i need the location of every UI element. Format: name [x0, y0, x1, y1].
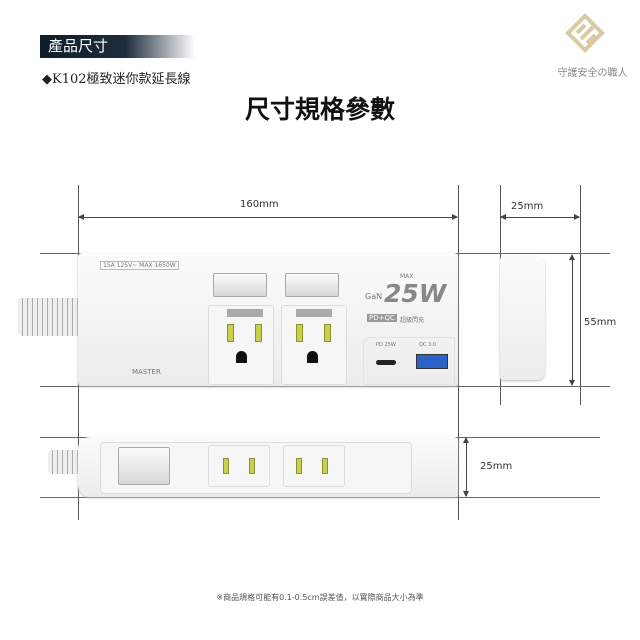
- power-cord-bottom: [48, 450, 80, 474]
- bottom-outlet-1: [208, 445, 270, 487]
- section-label: 產品尺寸: [40, 35, 195, 58]
- front-view: 15A 125V~ MAX 1650W MASTER MAX GaN 25W P…: [78, 253, 458, 386]
- page-title: 尺寸規格參數: [244, 95, 395, 124]
- guide-line: [580, 185, 581, 405]
- usb-label: QC 3.0: [419, 342, 436, 348]
- bottom-outlet-2: [283, 445, 345, 487]
- height-arrow: [569, 254, 575, 386]
- usb-c-port: [376, 360, 396, 365]
- length-label: 160mm: [240, 199, 279, 210]
- rating-label: 15A 125V~ MAX 1650W: [100, 261, 179, 270]
- guide-line: [40, 497, 600, 498]
- height-label: 55mm: [584, 317, 617, 328]
- led-bar: [227, 309, 263, 317]
- usb-panel: PD 25W QC 3.0: [363, 337, 455, 385]
- switch-2: [285, 273, 339, 297]
- guide-line: [40, 386, 610, 387]
- fast-charge-label: 超級閃充: [400, 317, 425, 324]
- power-cord: [18, 298, 80, 336]
- typec-label: PD 25W: [376, 342, 396, 348]
- guide-line: [458, 185, 459, 520]
- footnote: ※商品規格可能有0.1-0.5cm誤差值，以實際商品大小為準: [216, 593, 424, 602]
- depth-label: 25mm: [511, 201, 544, 212]
- thickness-label: 25mm: [480, 461, 513, 472]
- brand-slogan: 守護安全の職人: [557, 68, 628, 79]
- depth-arrow: [500, 214, 580, 220]
- max-label: MAX: [400, 273, 414, 280]
- usb-a-port: [416, 354, 448, 369]
- master-label: MASTER: [132, 368, 161, 376]
- bottom-view: [78, 437, 458, 497]
- length-arrow: [78, 214, 458, 220]
- side-view: [500, 257, 545, 380]
- outlet-2: [281, 305, 347, 385]
- product-name: ◆K102極致迷你款延長線: [42, 72, 191, 87]
- outlet-1: [208, 305, 274, 385]
- switch-1: [213, 273, 267, 297]
- thickness-arrow: [463, 437, 469, 497]
- gan-label: GaN: [365, 292, 383, 301]
- brand-logo-icon: [565, 13, 605, 53]
- wattage-label: 25W: [384, 279, 447, 308]
- pd-qc-badge: PD+QC: [367, 314, 397, 322]
- master-switch: [118, 447, 170, 485]
- ground-hole: [236, 351, 247, 363]
